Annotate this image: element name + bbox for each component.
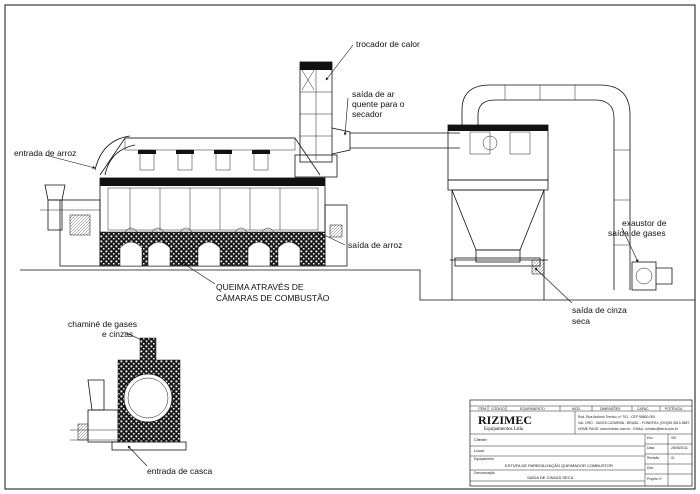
equipment-value: ESTUFA DE PARBOILIZAÇÃO QUEIMADOR COMBUS… [505,463,613,468]
heat-exchanger [294,61,460,178]
equipment-label: Equipamento [474,457,494,461]
field-revision-label: Revisão [647,456,659,460]
label-exhauster-1: exaustor de [622,218,667,228]
ground-line [20,269,695,301]
label-exhauster-2: saída de gases [608,228,666,238]
label-chimney-1: chaminé de gases [68,319,137,329]
label-hot-air-out-3: secador [352,109,382,119]
field-scale-value: S/E [671,436,677,440]
title-col-equipment: EQUIPAMENTO [520,407,545,411]
drawing-frame [4,4,696,490]
field-drawer-label: Des. [647,466,654,470]
company-address-1: Rod. Rua Antônio Treviso, nº 701 - CEP 9… [578,415,655,419]
furnace-front-view [70,337,187,451]
title-col-code: CÓDIGO [491,406,505,411]
field-date-value: 28/05/2011 [671,446,688,450]
label-burn-1: QUEIMA ATRAVÉS DE [216,282,304,292]
title-col-model: MOD. [572,407,581,411]
label-rice-in: entrada de arroz [14,148,76,158]
furnace-side-view [40,135,348,267]
label-chimney-2: e cinzas [102,329,133,339]
field-revision-value: 01 [671,456,675,460]
title-block: ITEM CÓDIGO EQUIPAMENTO MOD. DIMENSÕES C… [469,399,693,487]
label-hot-air-out-1: saída de ar [352,89,395,99]
label-ash-out-2: seca [572,316,590,326]
field-scale-label: Esc. [647,436,654,440]
title-col-item: ITEM [478,407,486,411]
company-address-2: VAL ORO - SANTA CATARINA - BRASIL - FONE… [578,421,689,425]
label-rice-out: saída de arroz [348,240,402,250]
company-logo-main: RIZIMEC [478,413,532,427]
title-col-capacity: CAPAC. [637,407,649,411]
field-project-label: Projeto nº [647,477,663,481]
company-logo-sub: Equipamentos Ltda [484,427,524,432]
title-col-power: POTÊNCIA [665,406,683,411]
label-heat-exchanger: trocador de calor [356,39,420,49]
label-hot-air-out-2: quente para o [352,99,405,109]
label-ash-out-1: saída de cinza [572,305,627,315]
field-date-label: Data [647,446,654,450]
denomination-value: SAÍDA DE CINZAS SECA [527,475,574,480]
denomination-label: Denominação [474,471,495,475]
leader-lines [44,44,639,467]
label-husk-in: entrada de casca [147,466,212,476]
client-label: Cliente: [474,437,488,442]
company-address-3: HOME PAGE: www.rizimec.com.br - EMAIL: r… [578,427,679,431]
cyclone-filter [447,84,673,300]
location-label: Local: [474,448,485,453]
label-burn-2: CÂMARAS DE COMBUSTÃO [216,293,330,303]
title-col-dimensions: DIMENSÕES [600,406,621,411]
